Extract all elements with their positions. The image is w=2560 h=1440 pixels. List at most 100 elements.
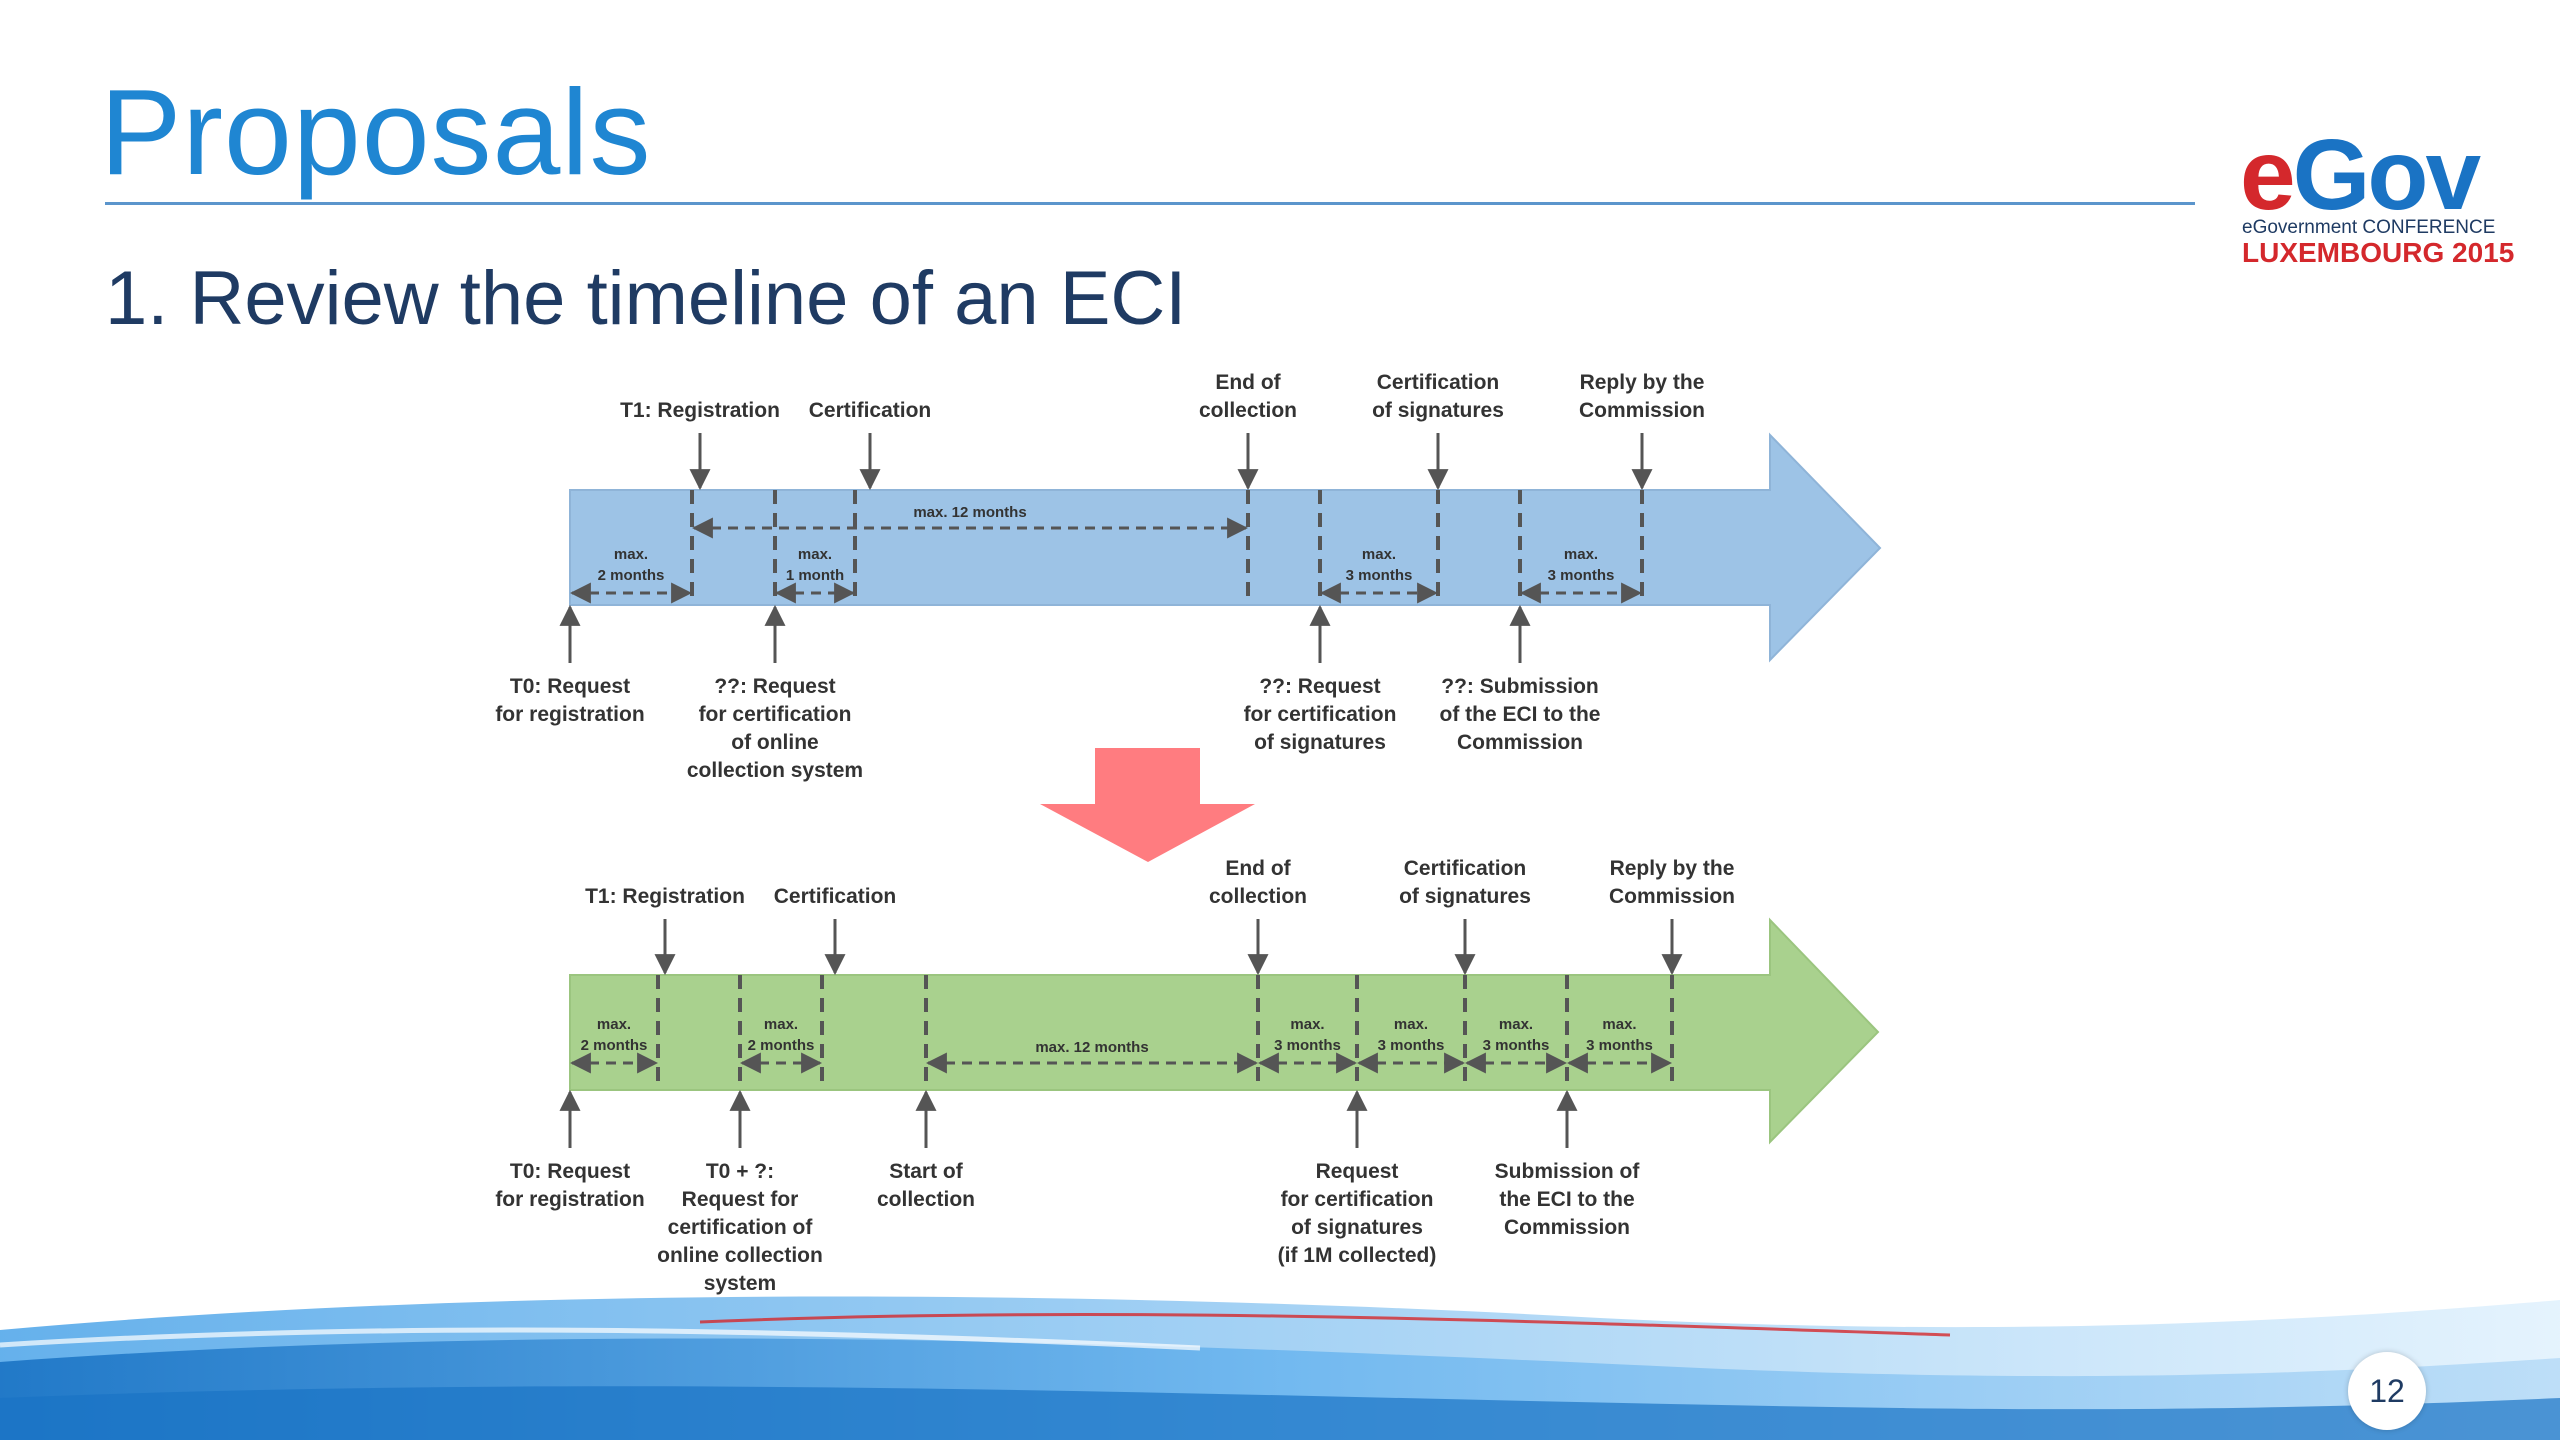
above-label: Certification of signatures <box>1399 857 1531 908</box>
duration-label: max.3 months <box>1346 546 1413 584</box>
above-label-line: collection <box>1199 399 1297 422</box>
above-label: T1: Registration <box>620 399 780 422</box>
above-label-line: Commission <box>1609 885 1735 908</box>
duration-label: max. 2 months <box>598 546 665 584</box>
below-label-line: T0: Request <box>510 675 630 698</box>
duration-label: max. 3 months <box>1274 1016 1341 1054</box>
above-label: End of collection <box>1199 371 1297 422</box>
below-label: Request for certification of signatures (if… <box>1278 1160 1437 1267</box>
bottom-timeline-markers: T1: Registration Certification End of colle… <box>495 857 1735 1295</box>
duration-label-line: 3 months <box>1346 567 1413 584</box>
duration-label-line: 3 months <box>1483 1037 1550 1054</box>
below-label-line: online collection <box>657 1244 823 1267</box>
duration-label-line: max. <box>1290 1016 1324 1033</box>
above-label-line: End of <box>1225 857 1291 880</box>
transition-down-arrow <box>1040 748 1255 862</box>
duration-label: max. 3 months <box>1548 546 1615 584</box>
slide-title: Proposals <box>100 64 652 200</box>
below-label-line: certification of <box>668 1216 814 1239</box>
duration-label-line: max. 12 months <box>913 504 1026 521</box>
duration-label-line: max. <box>764 1016 798 1033</box>
duration-label-line: 2 months <box>581 1037 648 1054</box>
duration-label-line: max. 12 months <box>1035 1039 1148 1056</box>
below-label-line: of online <box>731 731 819 754</box>
slide-subtitle: 1. Review the timeline of an ECI <box>105 256 1187 341</box>
duration-label-line: max. <box>1564 546 1598 563</box>
duration-label-line: max. <box>798 546 832 563</box>
below-label-line: collection <box>877 1188 975 1211</box>
above-label-line: Certification <box>1377 371 1500 394</box>
below-label-line: collection system <box>687 759 863 782</box>
duration-label: max. 12 months <box>1035 1039 1148 1056</box>
duration-label-line: 3 months <box>1548 567 1615 584</box>
below-label-line: Request <box>1316 1160 1399 1183</box>
above-label-line: T1: Registration <box>585 885 745 908</box>
title-divider <box>105 202 2195 205</box>
above-label-line: Certification <box>774 885 897 908</box>
above-label-line: Certification <box>809 399 932 422</box>
bottom-timeline-arrow <box>569 917 1880 1145</box>
top-timeline-markers: T1: Registration Certification End of colle… <box>495 371 1705 782</box>
below-label-line: for registration <box>495 703 644 726</box>
duration-label: max. 3 months <box>1586 1016 1653 1054</box>
above-label-line: T1: Registration <box>620 399 780 422</box>
footer-wave-decoration <box>0 1296 2560 1440</box>
below-label-line: ??: Submission <box>1441 675 1599 698</box>
below-label-line: ??: Request <box>1259 675 1380 698</box>
logo-wordmark: eGov <box>2240 125 2481 225</box>
below-label-line: T0: Request <box>510 1160 630 1183</box>
below-label-line: for certification <box>1244 703 1397 726</box>
duration-label-line: max. <box>1499 1016 1533 1033</box>
below-label-line: for certification <box>699 703 852 726</box>
above-label-line: of signatures <box>1372 399 1504 422</box>
below-label: T0: Request for registration <box>495 675 644 726</box>
above-label: End of collection <box>1209 857 1307 908</box>
duration-label-line: 3 months <box>1274 1037 1341 1054</box>
above-label: Certification <box>774 885 897 908</box>
below-label-line: Commission <box>1457 731 1583 754</box>
duration-label-line: 1 month <box>786 567 844 584</box>
below-label-line: Request for <box>682 1188 799 1211</box>
logo-e: e <box>2240 119 2296 231</box>
duration-label-line: max. <box>597 1016 631 1033</box>
duration-label: max.3 months <box>1378 1016 1445 1054</box>
duration-label-line: 2 months <box>598 567 665 584</box>
below-label-line: of signatures <box>1291 1216 1423 1239</box>
below-label-line: for certification <box>1281 1188 1434 1211</box>
below-label-line: (if 1M collected) <box>1278 1244 1437 1267</box>
above-label-line: Certification <box>1404 857 1527 880</box>
duration-label: max. 1 month <box>786 546 844 584</box>
duration-label: max.2 months <box>748 1016 815 1054</box>
logo-conference-text: eGovernment CONFERENCE <box>2242 217 2496 238</box>
logo-location-text: LUXEMBOURG 2015 <box>2242 237 2515 268</box>
duration-label-line: max. <box>1602 1016 1636 1033</box>
below-label-line: of the ECI to the <box>1440 703 1601 726</box>
below-label: ??: Request for certification of signature… <box>1244 675 1397 754</box>
below-label-line: of signatures <box>1254 731 1386 754</box>
duration-label-line: max. <box>614 546 648 563</box>
below-label-line: system <box>704 1272 776 1295</box>
above-label-line: collection <box>1209 885 1307 908</box>
egov-logo: eGov eGovernment CONFERENCE LUXEMBOURG 2… <box>2230 125 2530 268</box>
above-label-line: End of <box>1215 371 1281 394</box>
below-label-line: Commission <box>1504 1216 1630 1239</box>
duration-label-line: 3 months <box>1378 1037 1445 1054</box>
below-label: T0: Request for registration <box>495 1160 644 1211</box>
duration-label: max. 2 months <box>581 1016 648 1054</box>
above-label-line: Reply by the <box>1610 857 1735 880</box>
below-label-line: Submission of <box>1495 1160 1641 1183</box>
duration-label-line: 3 months <box>1586 1037 1653 1054</box>
page-number-badge: 12 <box>2348 1352 2426 1430</box>
below-label-line: for registration <box>495 1188 644 1211</box>
below-label-line: the ECI to the <box>1499 1188 1634 1211</box>
logo-gov: Gov <box>2292 119 2481 231</box>
above-label-line: of signatures <box>1399 885 1531 908</box>
duration-label: max. 12 months <box>913 504 1026 521</box>
top-timeline-arrow <box>569 432 1882 663</box>
